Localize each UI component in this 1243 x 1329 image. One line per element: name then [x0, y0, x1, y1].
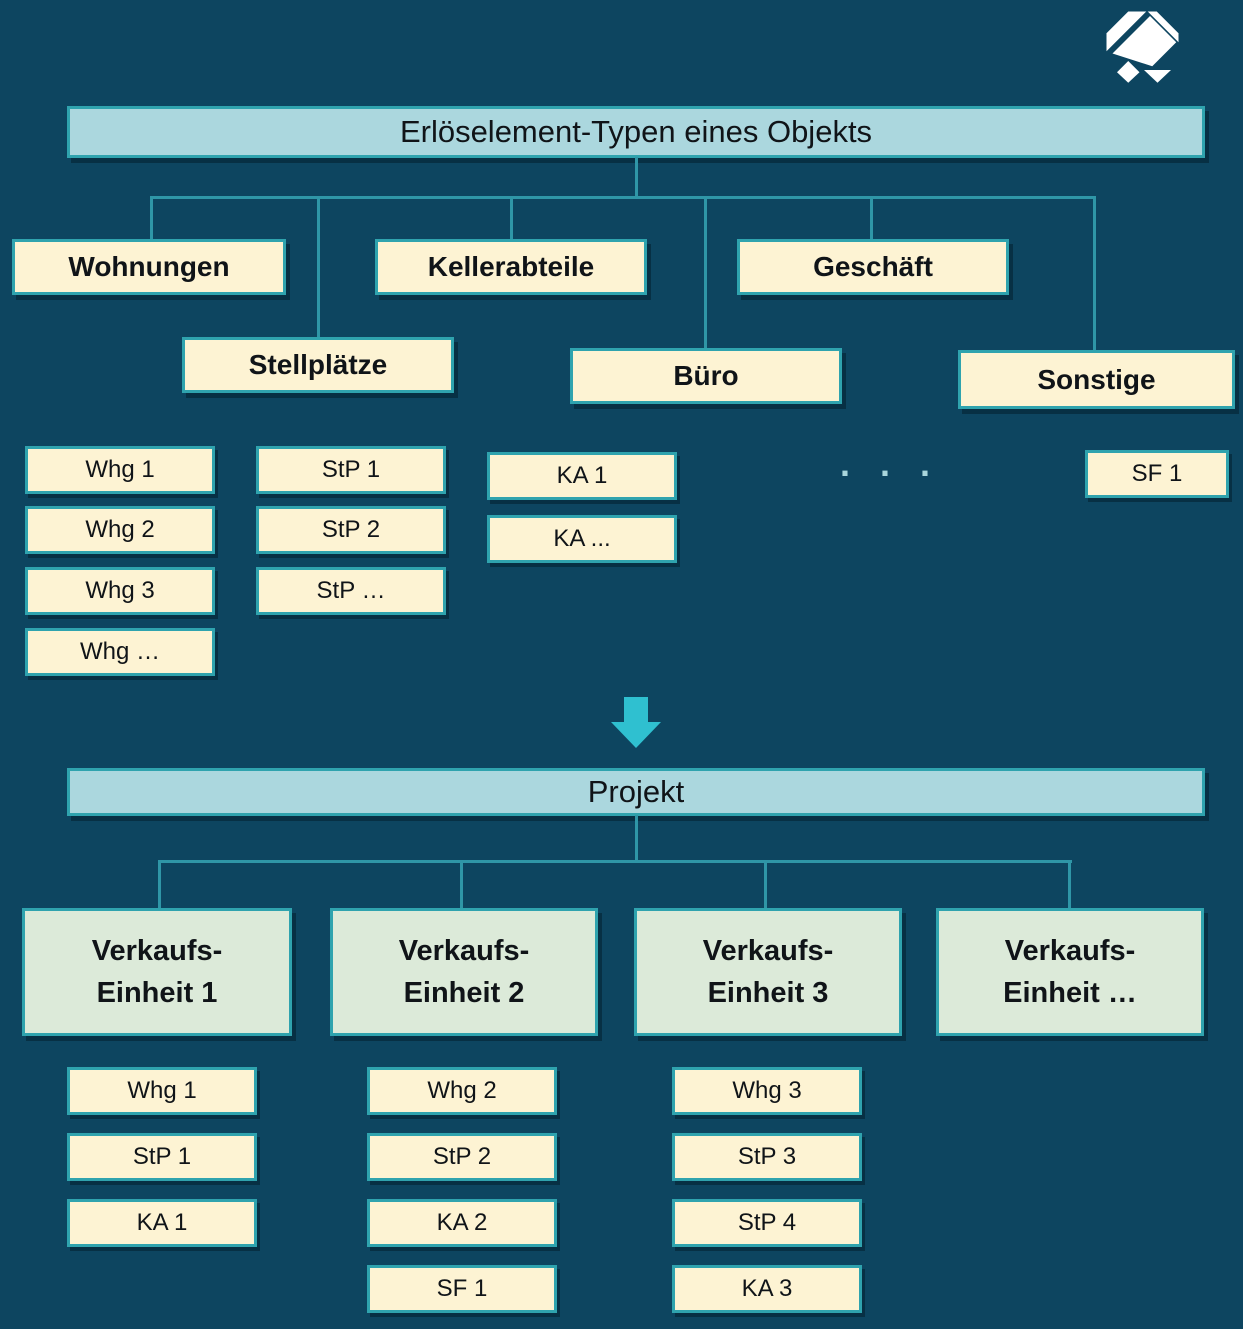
leaf-label: Whg 2	[85, 516, 155, 543]
connector-line	[870, 196, 873, 239]
leaf-label: StP 1	[132, 1143, 192, 1170]
connector-line	[635, 815, 638, 863]
leaf-box-unit3-stp-3: StP 3	[672, 1133, 862, 1181]
connector-line	[1068, 860, 1071, 908]
leaf-box-unit3-ka-3: KA 3	[672, 1265, 862, 1313]
leaf-label: StP …	[316, 577, 386, 604]
leaf-label: StP 2	[432, 1143, 492, 1170]
leaf-box-ka-1: KA 1	[487, 452, 677, 500]
leaf-label: Whg 3	[732, 1077, 802, 1104]
leaf-box-unit2-sf-1: SF 1	[367, 1265, 557, 1313]
category-box-stellplaetze: Stellplätze	[182, 337, 454, 393]
unit-label: Verkaufs- Einheit 2	[398, 934, 530, 1009]
leaf-box-sf-1: SF 1	[1085, 450, 1229, 498]
connector-line	[635, 157, 638, 199]
unit-box-verkaufseinheit-3: Verkaufs- Einheit 3	[634, 908, 902, 1036]
leaf-box-unit1-stp-1: StP 1	[67, 1133, 257, 1181]
category-label: Kellerabteile	[427, 251, 595, 282]
category-label: Sonstige	[1037, 363, 1156, 395]
leaf-box-unit1-ka-1: KA 1	[67, 1199, 257, 1247]
leaf-box-whg-more: Whg …	[25, 628, 215, 676]
leaf-box-stp-1: StP 1	[256, 446, 446, 494]
leaf-label: Whg 1	[85, 456, 155, 483]
category-label: Wohnungen	[68, 251, 230, 282]
category-box-buero: Büro	[570, 348, 842, 404]
category-label: Stellplätze	[248, 349, 388, 380]
leaf-box-unit1-whg-1: Whg 1	[67, 1067, 257, 1115]
unit-box-verkaufseinheit-1: Verkaufs- Einheit 1	[22, 908, 292, 1036]
leaf-box-stp-more: StP …	[256, 567, 446, 615]
connector-line	[158, 860, 1072, 863]
connector-line	[150, 196, 153, 239]
connector-line	[510, 196, 513, 239]
leaf-label: StP 2	[321, 516, 381, 543]
unit-box-verkaufseinheit-more: Verkaufs- Einheit …	[936, 908, 1204, 1036]
connector-line	[704, 196, 707, 348]
category-label: Geschäft	[813, 251, 933, 282]
leaf-label: StP 4	[737, 1209, 797, 1236]
leaf-label: Whg 1	[127, 1077, 197, 1104]
object-title-bar: Erlöselement-Typen eines Objekts	[67, 106, 1205, 158]
leaf-box-unit2-whg-2: Whg 2	[367, 1067, 557, 1115]
unit-label: Verkaufs- Einheit 3	[702, 934, 834, 1009]
unit-label: Verkaufs- Einheit 1	[91, 934, 223, 1009]
leaf-box-unit3-whg-3: Whg 3	[672, 1067, 862, 1115]
category-label: Büro	[673, 360, 739, 391]
leaf-label: KA 2	[436, 1209, 488, 1236]
company-logo-octagon-icon	[1106, 11, 1179, 83]
leaf-label: Whg 3	[85, 577, 155, 604]
category-box-geschaeft: Geschäft	[737, 239, 1009, 295]
category-box-sonstige: Sonstige	[958, 350, 1235, 409]
project-title-bar: Projekt	[67, 768, 1205, 816]
leaf-box-whg-1: Whg 1	[25, 446, 215, 494]
leaf-box-unit2-ka-2: KA 2	[367, 1199, 557, 1247]
leaf-box-whg-2: Whg 2	[25, 506, 215, 554]
leaf-box-stp-2: StP 2	[256, 506, 446, 554]
connector-line	[317, 196, 320, 337]
connector-line	[460, 860, 463, 908]
leaf-box-unit2-stp-2: StP 2	[367, 1133, 557, 1181]
leaf-box-unit3-stp-4: StP 4	[672, 1199, 862, 1247]
leaf-label: SF 1	[1131, 460, 1183, 487]
ellipsis-dots: . . .	[820, 440, 960, 488]
category-box-wohnungen: Wohnungen	[12, 239, 286, 295]
leaf-label: StP 3	[737, 1143, 797, 1170]
category-box-kellerabteile: Kellerabteile	[375, 239, 647, 295]
leaf-label: KA ...	[553, 525, 611, 552]
leaf-box-ka-more: KA ...	[487, 515, 677, 563]
leaf-label: SF 1	[436, 1275, 488, 1302]
project-title-label: Projekt	[587, 774, 685, 809]
unit-box-verkaufseinheit-2: Verkaufs- Einheit 2	[330, 908, 598, 1036]
leaf-box-whg-3: Whg 3	[25, 567, 215, 615]
leaf-label: KA 1	[136, 1209, 188, 1236]
connector-line	[150, 196, 1096, 199]
leaf-label: StP 1	[321, 456, 381, 483]
leaf-label: Whg 2	[427, 1077, 497, 1104]
unit-label: Verkaufs- Einheit …	[1003, 934, 1137, 1009]
object-title-label: Erlöselement-Typen eines Objekts	[399, 114, 873, 149]
connector-line	[1093, 196, 1096, 350]
leaf-label: KA 3	[741, 1275, 793, 1302]
connector-line	[764, 860, 767, 908]
connector-line	[158, 860, 161, 910]
leaf-label: Whg …	[79, 638, 160, 665]
leaf-label: KA 1	[556, 462, 608, 489]
ellipsis-label: . . .	[839, 443, 940, 484]
